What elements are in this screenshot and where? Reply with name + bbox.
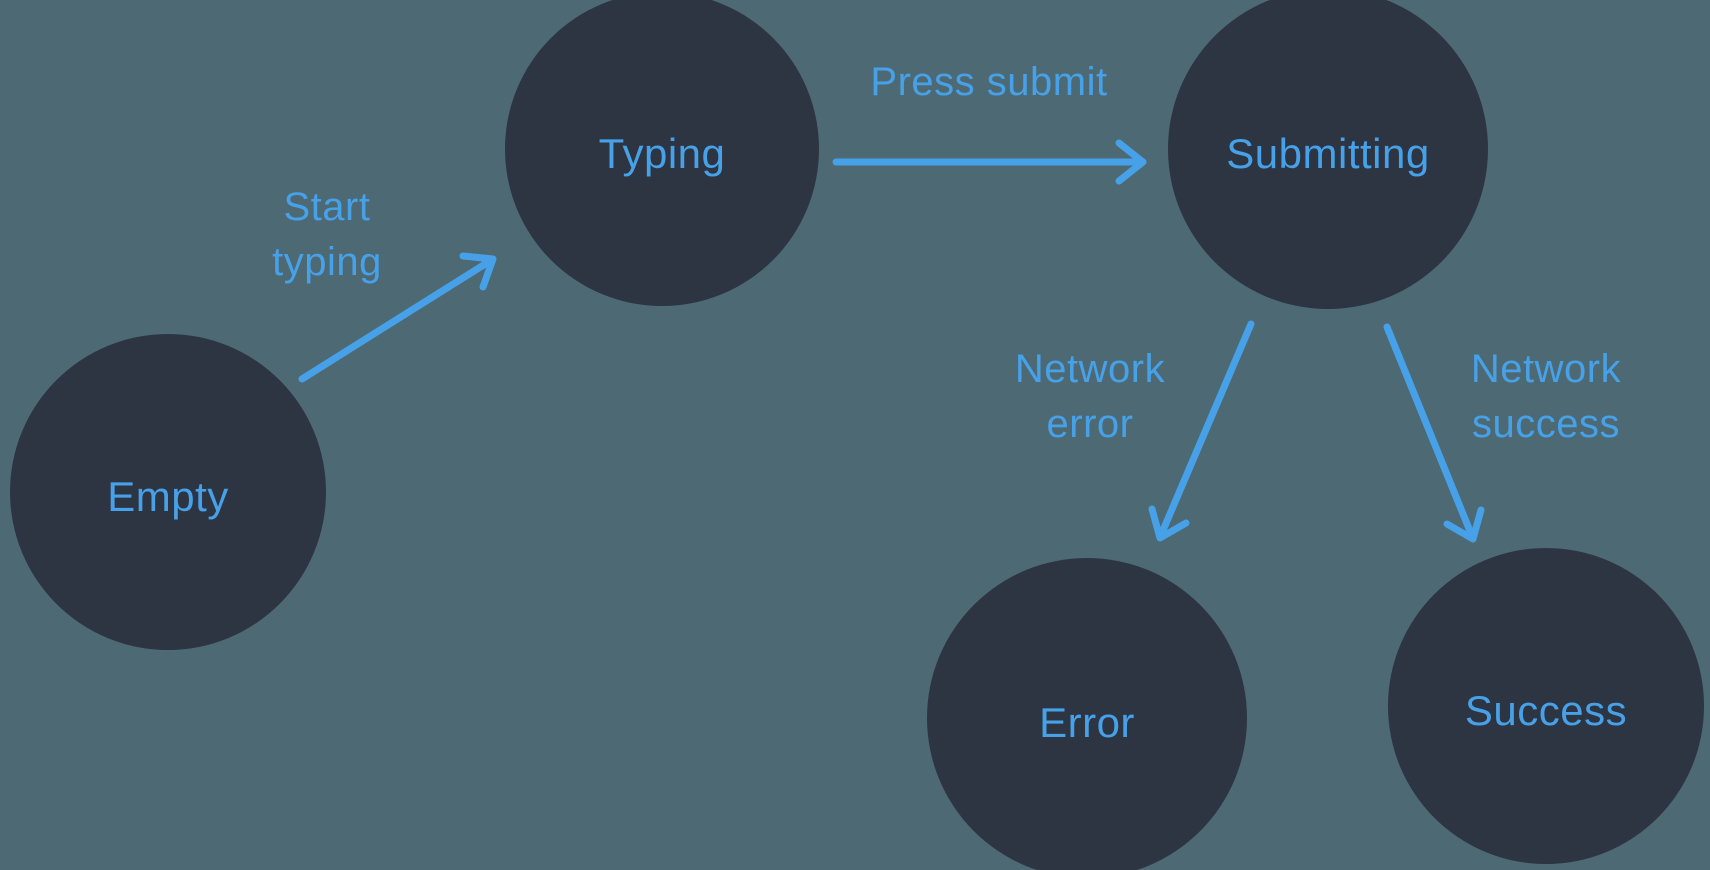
state-node-typing: Typing: [505, 0, 819, 306]
state-label-error: Error: [1039, 699, 1135, 746]
state-label-empty: Empty: [107, 473, 229, 520]
state-label-success: Success: [1464, 687, 1628, 734]
transition-label-press-submit: Press submit: [829, 55, 1149, 110]
transition-label-network-error: Network error: [950, 342, 1230, 452]
arrow-typing-to-submitting-icon: [832, 139, 1147, 185]
state-node-error: Error: [927, 558, 1247, 870]
state-label-submitting: Submitting: [1226, 130, 1430, 177]
transition-label-line: Start: [283, 185, 371, 229]
transition-label-network-success: Network success: [1406, 342, 1686, 452]
state-node-submitting: Submitting: [1168, 0, 1488, 309]
transition-label-line: Press submit: [870, 60, 1108, 104]
arrow-head: [459, 252, 497, 291]
transition-label-line: error: [1046, 402, 1134, 446]
state-node-empty: Empty: [10, 334, 326, 650]
transition-label-line: Network: [1470, 347, 1622, 391]
transition-label-line: success: [1472, 402, 1620, 446]
transition-label-line: Network: [1014, 347, 1166, 391]
transition-label-start-typing: Start typing: [217, 180, 437, 290]
arrow-head: [1148, 505, 1190, 542]
state-label-typing: Typing: [598, 130, 726, 177]
transition-label-line: typing: [272, 240, 382, 284]
arrow-head: [1115, 139, 1147, 185]
arrow-head: [1443, 506, 1485, 543]
state-node-success: Success: [1388, 548, 1704, 864]
